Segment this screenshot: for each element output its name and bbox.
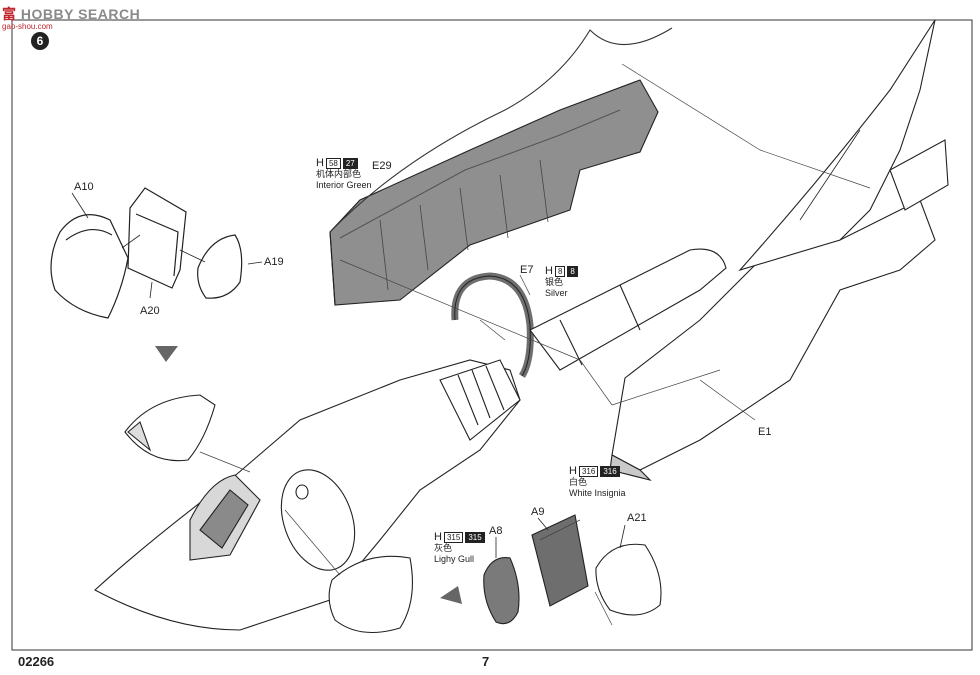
- part-e7-ring: [451, 272, 534, 378]
- watermark-sub: gao-shou.com: [2, 22, 53, 31]
- paint-letter: H: [569, 465, 577, 477]
- paint-name-cn: 白色: [569, 477, 588, 487]
- paint-letter: H: [545, 265, 553, 277]
- lower-canopy-parts: [124, 394, 413, 633]
- paint-name-cn: 灰色: [434, 543, 453, 553]
- paint-name-en: White Insignia: [569, 488, 626, 498]
- paint-name-en: Silver: [545, 288, 568, 298]
- part-a20-shape: [127, 187, 187, 289]
- label-a8: A8: [489, 525, 503, 537]
- paint-name-cn: 机体内部色: [316, 169, 362, 179]
- label-e1: E1: [758, 426, 772, 438]
- page-border: [11, 19, 973, 651]
- paint-code-1: 316: [578, 466, 599, 477]
- shade-block: [609, 454, 652, 482]
- paint-letter: H: [316, 157, 324, 169]
- paint-code-1: 8: [554, 266, 566, 277]
- part-a21-shape: [595, 543, 662, 616]
- guide-lines: [199, 63, 871, 626]
- paint-code-2: 27: [342, 158, 358, 169]
- tailpipe: [529, 248, 727, 371]
- label-a9: A9: [531, 506, 545, 518]
- paint-code-1: 315: [443, 532, 464, 543]
- part-a19-shape: [197, 234, 243, 299]
- label-e29: E29: [372, 160, 392, 172]
- down-arrow-icon: [155, 346, 178, 362]
- paint-letter: H: [434, 531, 442, 543]
- part-a8-shape: [483, 557, 520, 625]
- paint-code-2: 315: [465, 532, 485, 543]
- label-a19: A19: [264, 256, 284, 268]
- paint-name-cn: 银色: [545, 277, 564, 287]
- part-e29-interior-panel: [329, 27, 673, 306]
- label-a20: A20: [140, 305, 160, 317]
- paint-name-en: Lighy Gull: [434, 554, 475, 564]
- label-e7: E7: [520, 264, 534, 276]
- label-a21: A21: [627, 512, 647, 524]
- canopy-subassembly: [50, 187, 263, 319]
- product-code: 02266: [18, 654, 55, 669]
- fuselage-body: [94, 19, 949, 631]
- paint-code-2: 8: [567, 266, 578, 277]
- watermark: 富 HOBBY SEARCH gao-shou.com: [2, 4, 140, 31]
- part-a10-shape: [50, 214, 129, 319]
- page-number: 7: [482, 654, 490, 669]
- step-number-badge: 6: [31, 32, 49, 50]
- vertical-fin: [738, 19, 936, 272]
- down-arrow-icon-2: [440, 586, 462, 604]
- watermark-prefix: 富: [2, 6, 17, 22]
- paint-name-en: Interior Green: [316, 180, 372, 190]
- paint-code-2: 316: [600, 466, 620, 477]
- watermark-text: HOBBY SEARCH: [20, 6, 141, 22]
- paint-code-1: 58: [325, 158, 341, 169]
- part-a9-shape: [531, 514, 589, 607]
- label-a10: A10: [74, 181, 94, 193]
- bottom-right-parts: [483, 514, 662, 625]
